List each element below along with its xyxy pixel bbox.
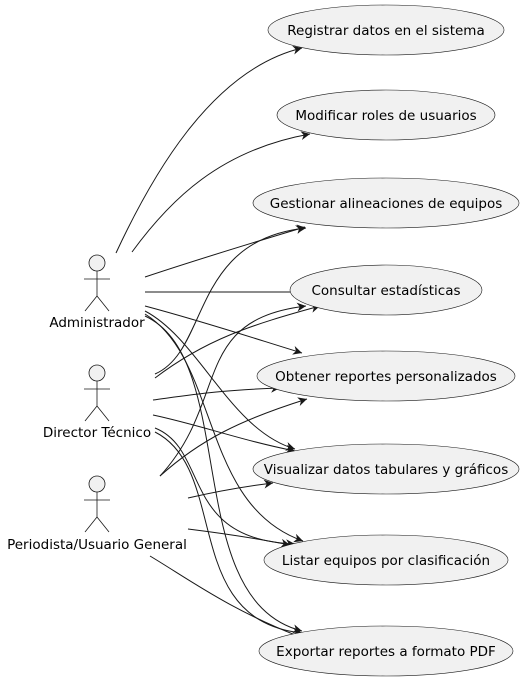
use-case-label: Consultar estadísticas	[311, 283, 460, 299]
actor-label: Periodista/Usuario General	[7, 537, 187, 553]
use-case-modificar-roles[interactable]: Modificar roles de usuarios	[276, 89, 496, 141]
association-edge-periodista-uc6	[187, 479, 274, 499]
association-edge-director-uc4	[154, 304, 321, 379]
association-edge-admin-uc7	[144, 313, 304, 543]
actor-administrador[interactable]: Administrador	[49, 254, 145, 331]
use-case-label: Registrar datos en el sistema	[287, 23, 484, 39]
association-edge-director-uc3	[154, 224, 307, 375]
association-edge-director-uc6	[152, 414, 296, 454]
use-case-label: Visualizar datos tabulares y gráficos	[264, 462, 508, 478]
association-edge-periodista-uc8	[149, 555, 304, 639]
association-edge-admin-uc8	[144, 315, 303, 634]
use-case-gestionar-alineaciones[interactable]: Gestionar alineaciones de equipos	[252, 177, 520, 229]
use-case-obtener-reportes[interactable]: Obtener reportes personalizados	[256, 350, 516, 402]
use-case-listar-equipos[interactable]: Listar equipos por clasificación	[263, 534, 509, 586]
association-edge-director-uc5	[152, 383, 281, 401]
use-case-registrar-datos[interactable]: Registrar datos en el sistema	[267, 4, 505, 56]
stick-figure-icon	[84, 364, 110, 422]
stick-figure-icon	[84, 254, 110, 312]
use-case-label: Exportar reportes a formato PDF	[276, 644, 496, 660]
association-edge-periodista-uc4	[159, 302, 307, 477]
association-edge-periodista-uc7	[187, 528, 291, 548]
association-edge-admin-uc5	[144, 305, 303, 355]
association-edge-admin-uc1	[115, 45, 303, 254]
use-case-exportar-pdf[interactable]: Exportar reportes a formato PDF	[258, 625, 514, 677]
actor-label: Administrador	[49, 315, 145, 331]
association-edge-admin-uc2	[131, 131, 311, 253]
actor-label: Director Técnico	[43, 425, 151, 441]
use-case-consultar-estadisticas[interactable]: Consultar estadísticas	[289, 264, 483, 316]
use-case-visualizar-datos[interactable]: Visualizar datos tabulares y gráficos	[252, 443, 520, 495]
association-edges	[115, 45, 321, 639]
actor-periodista-usuario-general[interactable]: Periodista/Usuario General	[7, 475, 187, 553]
use-case-label: Gestionar alineaciones de equipos	[270, 196, 503, 212]
use-case-label: Obtener reportes personalizados	[275, 369, 497, 385]
association-edge-admin-uc3	[144, 225, 306, 278]
use-case-label: Listar equipos por clasificación	[282, 553, 490, 569]
use-case-label: Modificar roles de usuarios	[295, 108, 476, 124]
association-edge-periodista-uc5	[159, 397, 308, 477]
association-edge-director-uc7	[154, 427, 296, 549]
association-edge-admin-uc6	[144, 310, 296, 451]
stick-figure-icon	[84, 475, 110, 533]
actor-director-tecnico[interactable]: Director Técnico	[43, 364, 151, 441]
